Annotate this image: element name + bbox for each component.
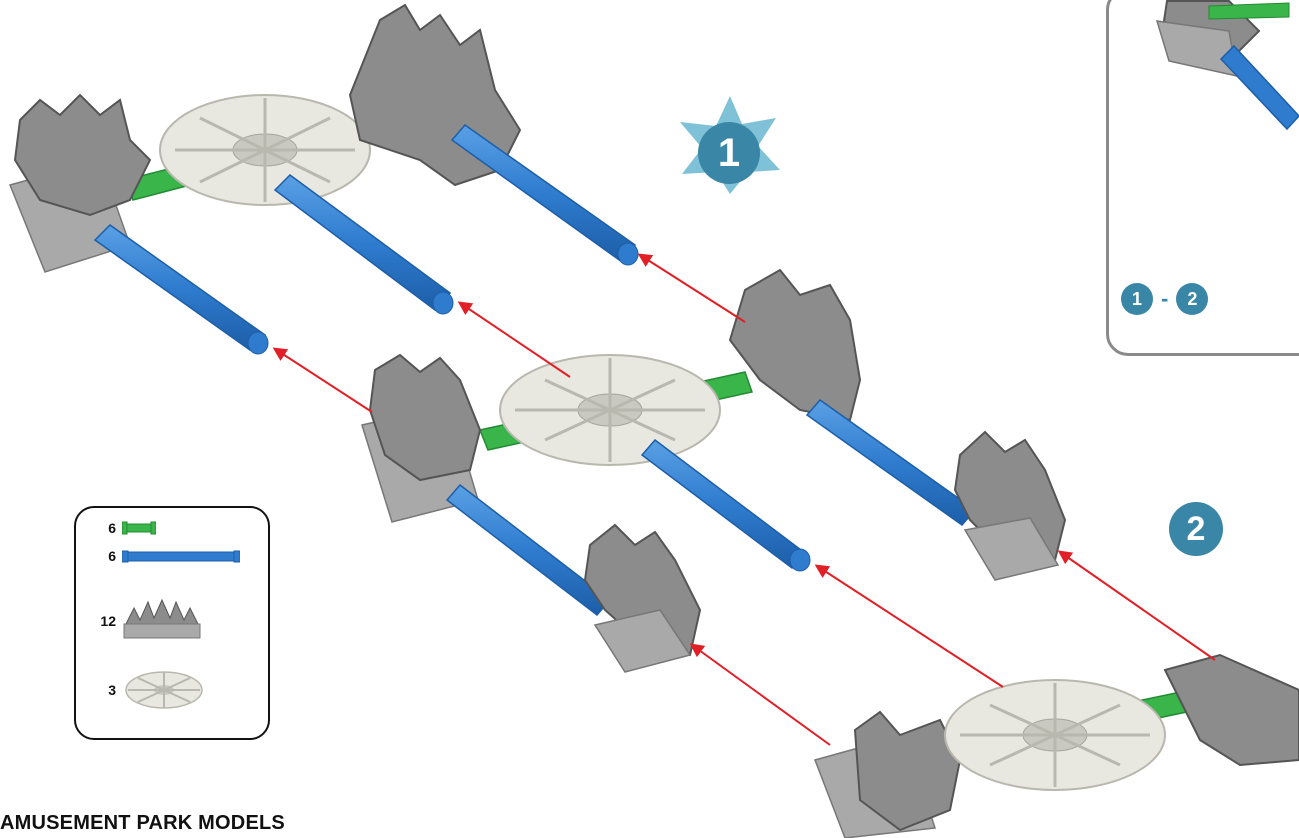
step-1-badge: 1 bbox=[698, 122, 760, 184]
range-start-badge: 1 bbox=[1121, 283, 1153, 315]
part-row-white-wheel: 3 bbox=[76, 668, 206, 712]
blue-rod bbox=[93, 224, 267, 351]
part-quantity: 6 bbox=[108, 520, 116, 536]
part-quantity: 3 bbox=[108, 682, 116, 698]
step1-assembly bbox=[8, 3, 639, 355]
gray-edge-connector bbox=[13, 93, 152, 217]
blue-rod-icon bbox=[122, 550, 240, 563]
assembly-arrows bbox=[272, 253, 1216, 746]
parts-list: 6 6 12 3 bbox=[74, 506, 270, 740]
footer-title: AMUSEMENT PARK MODELS bbox=[0, 812, 285, 834]
inset-illustration bbox=[1155, 0, 1299, 131]
step-2-badge: 2 bbox=[1169, 502, 1223, 556]
step-2-number: 2 bbox=[1186, 509, 1206, 548]
part-row-gray-edge-connector: 12 bbox=[76, 598, 202, 644]
gray-edge-connector-icon bbox=[123, 598, 201, 639]
step-range: 1 - 2 bbox=[1121, 283, 1209, 315]
blue-rod bbox=[450, 123, 637, 264]
blue-rod bbox=[273, 174, 452, 312]
part-row-green-connector: 6 bbox=[76, 520, 156, 536]
part-quantity: 6 bbox=[108, 548, 116, 564]
part-row-blue-rod: 6 bbox=[76, 548, 240, 564]
part-quantity: 12 bbox=[100, 613, 116, 629]
inset-panel: 1 - 2 bbox=[1106, 0, 1299, 356]
green-connector-icon bbox=[122, 521, 156, 535]
loose-edge-connectors bbox=[583, 430, 1067, 673]
bottom-assembly bbox=[814, 653, 1299, 838]
white-wheel-connector bbox=[159, 94, 371, 206]
white-wheel-connector-icon bbox=[125, 671, 203, 709]
range-end-badge: 2 bbox=[1176, 283, 1209, 315]
middle-assembly bbox=[361, 268, 977, 617]
step-1-number: 1 bbox=[717, 130, 741, 175]
range-separator: - bbox=[1161, 286, 1169, 311]
